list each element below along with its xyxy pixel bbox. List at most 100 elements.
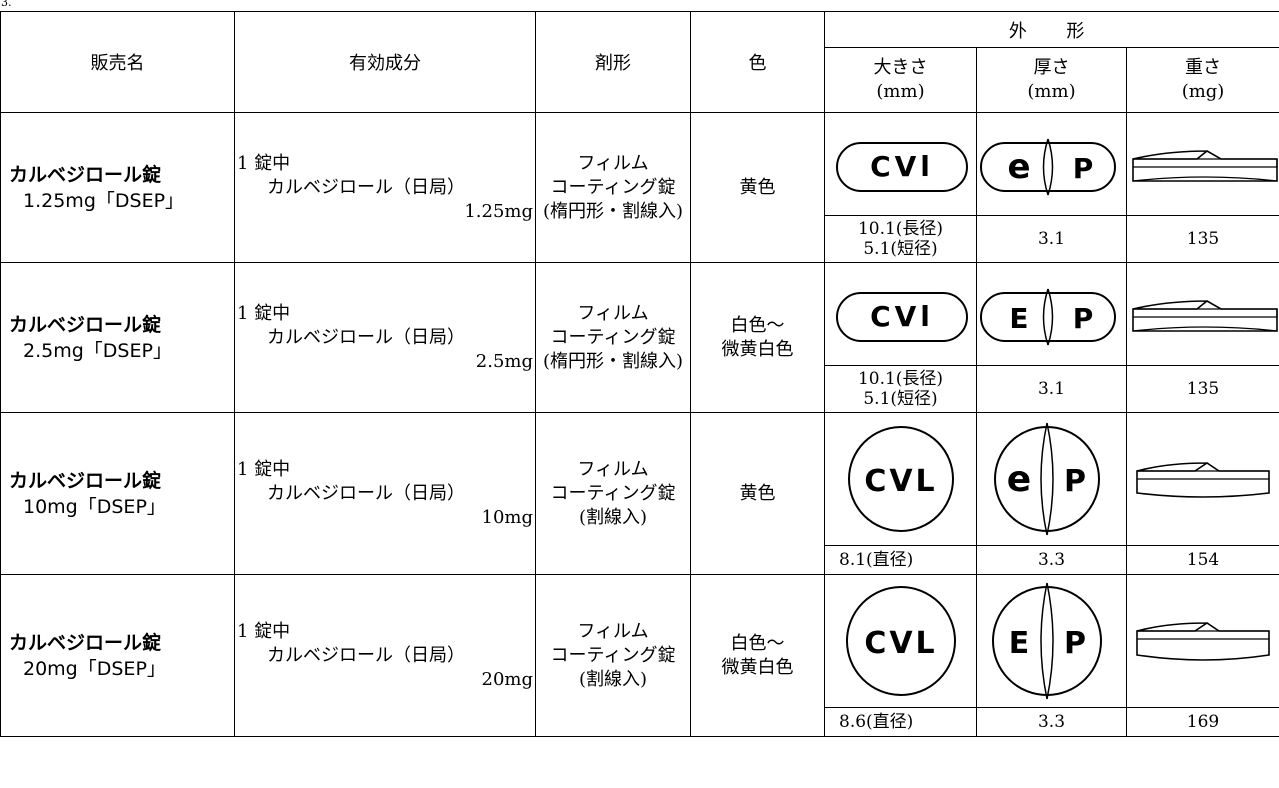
color-line2: 微黄白色	[721, 338, 794, 360]
header-weight: 重さ (mg)	[1125, 47, 1279, 113]
weight-value: 135	[1125, 215, 1279, 263]
form-line3: (割線入)	[578, 506, 648, 528]
ingredient-name: カルベジロール（日局）	[267, 326, 465, 348]
color-cell: 白色～ 微黄白色	[690, 574, 825, 737]
form-line1: フィルム	[577, 458, 649, 480]
front-imprint: CVL	[864, 626, 937, 661]
form-line2: コーティング錠	[550, 482, 676, 504]
form-line2: コーティング錠	[550, 176, 676, 198]
back-imprint-right: P	[1064, 626, 1086, 661]
front-imprint: CVl	[870, 150, 934, 183]
ingredient-cell: 1 錠中 カルベジロール（日局） 20mg	[234, 574, 536, 737]
thickness-value: 3.3	[976, 545, 1127, 575]
product-strength: 2.5mg「DSEP」	[23, 339, 172, 362]
oval-tablet-back-icon: E P	[980, 288, 1116, 346]
form-line3: (楕円形・割線入)	[542, 200, 684, 222]
round-tablet-front-icon: CVL	[846, 586, 956, 696]
form-line1: フィルム	[577, 620, 649, 642]
front-imprint: CVl	[870, 300, 934, 333]
color-cell: 白色～ 微黄白色	[690, 262, 825, 413]
color-line2: 微黄白色	[721, 656, 794, 678]
ingredient-amount: 10mg	[481, 506, 534, 528]
table-row: カルベジロール錠 1.25mg「DSEP」 1 錠中 カルベジロール（日局） 1…	[0, 112, 1279, 263]
weight-value: 135	[1125, 365, 1279, 413]
header-ingredient: 有効成分	[234, 11, 536, 113]
tablet-front-view: CVl	[824, 262, 977, 366]
product-name-main: カルベジロール錠	[9, 313, 162, 336]
back-imprint-right: P	[1073, 152, 1094, 185]
header-thickness: 厚さ (mm)	[976, 47, 1127, 113]
round-tablet-back-icon: E P	[992, 582, 1102, 700]
table-row: カルベジロール錠 20mg「DSEP」 1 錠中 カルベジロール（日局） 20m…	[0, 574, 1279, 737]
ingredient-per-tablet: 1 錠中	[237, 302, 291, 324]
section-number: 3.	[1, 0, 12, 9]
product-strength: 10mg「DSEP」	[23, 495, 166, 518]
tablet-back-view: E P	[976, 574, 1127, 708]
tablet-side-profile-icon	[1132, 300, 1278, 332]
ingredient-cell: 1 錠中 カルベジロール（日局） 1.25mg	[234, 112, 536, 263]
back-imprint-left: E	[1009, 626, 1030, 661]
tablet-side-profile-icon	[1136, 622, 1270, 661]
size-value: 8.1(直径)	[824, 545, 977, 575]
size-line1: 10.1(長径)	[857, 219, 944, 239]
product-name: カルベジロール錠 1.25mg「DSEP」	[0, 112, 235, 263]
thickness-value: 3.1	[976, 365, 1127, 413]
dosage-form-cell: フィルム コーティング錠 (割線入)	[535, 574, 691, 737]
table-row: カルベジロール錠 2.5mg「DSEP」 1 錠中 カルベジロール（日局） 2.…	[0, 262, 1279, 413]
ingredient-name: カルベジロール（日局）	[267, 644, 465, 666]
tablet-back-view: e P	[976, 412, 1127, 546]
form-line3: (割線入)	[578, 668, 648, 690]
color-line1: 黄色	[739, 482, 776, 504]
header-size-unit: (mm)	[876, 81, 925, 102]
header-thickness-label: 厚さ	[1033, 57, 1070, 78]
ingredient-cell: 1 錠中 カルベジロール（日局） 10mg	[234, 412, 536, 575]
header-size: 大きさ (mm)	[824, 47, 977, 113]
tablet-specification-table: 販売名 有効成分 剤形 色 外 形 大きさ (mm) 厚さ (mm) 重さ (m…	[0, 11, 1279, 737]
header-appearance: 外 形	[823, 11, 1279, 48]
color-line1: 白色～	[730, 314, 785, 336]
ingredient-amount: 1.25mg	[464, 200, 533, 222]
product-strength: 1.25mg「DSEP」	[23, 189, 185, 212]
header-size-label: 大きさ	[873, 57, 928, 78]
ingredient-per-tablet: 1 錠中	[237, 458, 291, 480]
thickness-value: 3.1	[976, 215, 1127, 263]
size-cell: 10.1(長径) 5.1(短径)	[824, 365, 977, 413]
round-tablet-front-icon: CVL	[848, 426, 954, 532]
back-imprint-left: e	[1007, 459, 1031, 500]
header-color: 色	[690, 11, 825, 113]
ingredient-per-tablet: 1 錠中	[237, 152, 291, 174]
dosage-form-cell: フィルム コーティング錠 (割線入)	[535, 412, 691, 575]
tablet-front-view: CVl	[824, 112, 977, 216]
tablet-side-view	[1125, 112, 1279, 216]
oval-tablet-back-icon: e P	[980, 138, 1116, 196]
tablet-front-view: CVL	[824, 574, 977, 708]
dosage-form-cell: フィルム コーティング錠 (楕円形・割線入)	[535, 112, 691, 263]
product-name: カルベジロール錠 10mg「DSEP」	[0, 412, 235, 575]
oval-tablet-front-icon: CVl	[836, 292, 968, 342]
back-imprint-left: e	[1007, 147, 1030, 187]
form-line2: コーティング錠	[550, 644, 676, 666]
product-name: カルベジロール錠 2.5mg「DSEP」	[0, 262, 235, 413]
product-name-main: カルベジロール錠	[9, 163, 162, 186]
tablet-side-view	[1125, 574, 1279, 708]
back-imprint-right: P	[1073, 302, 1094, 335]
color-line1: 白色～	[730, 632, 785, 654]
tablet-back-view: E P	[976, 262, 1127, 366]
tablet-back-view: e P	[976, 112, 1127, 216]
front-imprint: CVL	[864, 464, 937, 499]
header-weight-unit: (mg)	[1181, 81, 1225, 102]
ingredient-amount: 2.5mg	[475, 350, 533, 372]
size-line1: 10.1(長径)	[857, 369, 944, 389]
product-name: カルベジロール錠 20mg「DSEP」	[0, 574, 235, 737]
tablet-front-view: CVL	[824, 412, 977, 546]
ingredient-name: カルベジロール（日局）	[267, 482, 465, 504]
ingredient-per-tablet: 1 錠中	[237, 620, 291, 642]
product-name-main: カルベジロール錠	[9, 631, 162, 654]
ingredient-name: カルベジロール（日局）	[267, 176, 465, 198]
tablet-side-profile-icon	[1132, 150, 1278, 182]
back-imprint-left: E	[1009, 302, 1028, 335]
product-strength: 20mg「DSEP」	[23, 657, 166, 680]
oval-tablet-front-icon: CVl	[836, 142, 968, 192]
back-imprint-right: P	[1064, 464, 1086, 499]
ingredient-cell: 1 錠中 カルベジロール（日局） 2.5mg	[234, 262, 536, 413]
